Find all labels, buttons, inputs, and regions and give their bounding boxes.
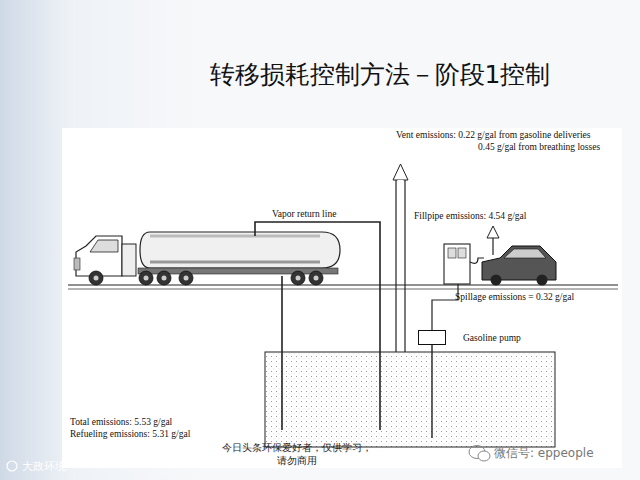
pump-pipe bbox=[431, 345, 432, 438]
total-label: Refueling emissions: 5.31 g/gal bbox=[70, 429, 190, 440]
tanker-shade bbox=[150, 235, 320, 238]
tanker-body bbox=[140, 232, 340, 268]
dispenser-display bbox=[448, 248, 456, 258]
fillpipe-arrow bbox=[487, 226, 499, 238]
car-wheel bbox=[537, 275, 548, 286]
pump-box: Gasoline pump bbox=[418, 330, 446, 345]
emission-label: Spillage emissions = 0.32 g/gal bbox=[455, 292, 574, 303]
ground-line bbox=[68, 284, 618, 285]
fill-pipe bbox=[281, 276, 283, 430]
watermark: 今日头条环保爱好者，仅供学习， 请勿商用 bbox=[222, 441, 372, 467]
emission-label: Fillpipe emissions: 4.54 g/gal bbox=[414, 211, 526, 222]
dispenser bbox=[444, 244, 470, 284]
slide-title: 转移损耗控制方法－阶段1控制 bbox=[130, 58, 630, 91]
pump-pipe bbox=[432, 284, 458, 330]
dispenser-display bbox=[458, 248, 466, 258]
watermark: 大政环境 bbox=[22, 460, 66, 474]
truck-cab bbox=[76, 236, 122, 276]
total-label: Total emissions: 5.53 g/gal bbox=[70, 417, 172, 428]
picture-panel bbox=[62, 128, 622, 468]
truck-window bbox=[90, 240, 118, 252]
truck-grille bbox=[74, 258, 80, 270]
fillpipe-arrow bbox=[492, 236, 493, 255]
wheels bbox=[89, 271, 323, 285]
car bbox=[482, 246, 556, 280]
wechat-icon bbox=[469, 446, 490, 462]
vent-pipe bbox=[404, 180, 405, 352]
vapor-return-line bbox=[254, 232, 256, 236]
pump-label: Gasoline pump bbox=[463, 333, 521, 343]
tanker-shade bbox=[150, 261, 320, 264]
underground-tank bbox=[265, 352, 555, 447]
hubs bbox=[94, 276, 319, 281]
watermark: 微信号: eppeople bbox=[494, 446, 594, 461]
ground-line bbox=[68, 289, 618, 290]
vent-emissions-label: Vent emissions: 0.22 g/gal from gasoline… bbox=[396, 130, 590, 141]
logo-mark bbox=[7, 461, 17, 471]
vent-arrow bbox=[393, 164, 408, 180]
truck-cab bbox=[122, 244, 136, 276]
vent-arrow bbox=[398, 180, 404, 183]
vent-emissions-label: 0.45 g/gal from breathing losses bbox=[478, 142, 600, 153]
vent-pipe bbox=[395, 180, 396, 352]
pipe-label: Vapor return line bbox=[272, 209, 336, 220]
car-wheel bbox=[491, 275, 502, 286]
car-window bbox=[504, 249, 546, 258]
